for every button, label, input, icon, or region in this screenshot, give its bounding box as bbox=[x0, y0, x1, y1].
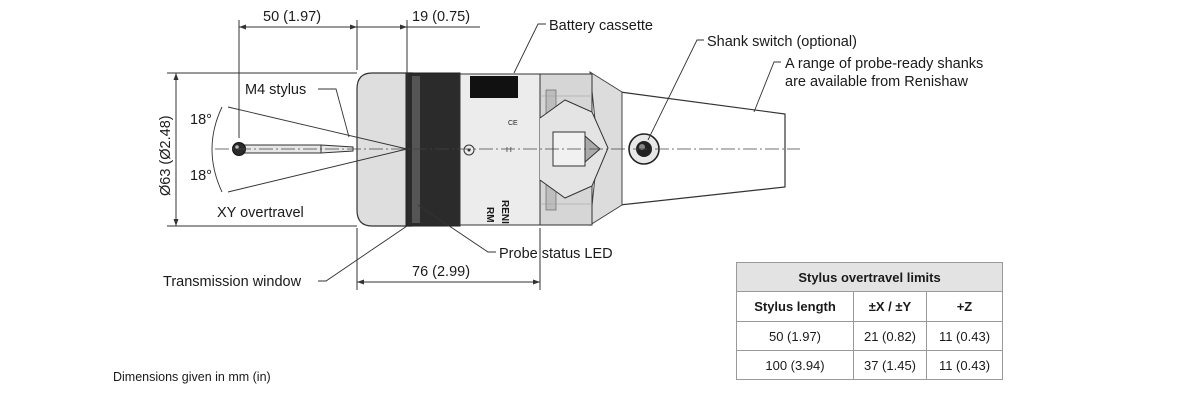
dim-tip-offset: 19 (0.75) bbox=[412, 9, 470, 25]
tool-shank bbox=[589, 71, 786, 226]
angle-lower: 18° bbox=[190, 168, 212, 184]
table-title-row: Stylus overtravel limits bbox=[736, 262, 1003, 292]
table-title: Stylus overtravel limits bbox=[736, 262, 1003, 292]
brand-mark-b: RM bbox=[484, 207, 495, 223]
brand-mark-a: RENI bbox=[499, 200, 510, 224]
callout-m4-stylus: M4 stylus bbox=[245, 82, 306, 98]
callout-shanks-line1: A range of probe-ready shanks bbox=[785, 56, 983, 72]
callout-transmission-window: Transmission window bbox=[163, 274, 302, 290]
table-cell: 11 (0.43) bbox=[926, 321, 1003, 351]
table-cell: 11 (0.43) bbox=[926, 350, 1003, 380]
callout-probe-status-led: Probe status LED bbox=[499, 246, 613, 262]
leader-lines bbox=[318, 23, 781, 282]
table-cell: 50 (1.97) bbox=[736, 321, 854, 351]
col-header-stylus-length: Stylus length bbox=[736, 291, 854, 322]
callout-shanks-line2: are available from Renishaw bbox=[785, 74, 968, 90]
callout-battery-cassette: Battery cassette bbox=[549, 18, 653, 34]
overtravel-table: Stylus overtravel limits Stylus length ±… bbox=[736, 262, 1003, 380]
callout-xy-overtravel: XY overtravel bbox=[217, 205, 304, 221]
dim-stylus-length: 50 (1.97) bbox=[263, 9, 321, 25]
lock-icon bbox=[463, 144, 475, 156]
table-cell: 37 (1.45) bbox=[853, 350, 927, 380]
units-note: Dimensions given in mm (in) bbox=[113, 370, 271, 384]
dimensions bbox=[167, 20, 541, 290]
table-cell: 21 (0.82) bbox=[853, 321, 927, 351]
callout-shank-switch: Shank switch (optional) bbox=[707, 34, 857, 50]
dim-body-length: 76 (2.99) bbox=[412, 264, 470, 280]
angle-upper: 18° bbox=[190, 112, 212, 128]
probe-body: CE I I RENI RM bbox=[356, 72, 609, 227]
table-row: 100 (3.94) 37 (1.45) 11 (0.43) bbox=[736, 350, 1003, 380]
col-header-xy: ±X / ±Y bbox=[853, 291, 927, 322]
overtravel-cone bbox=[211, 106, 408, 193]
table-row: 50 (1.97) 21 (0.82) 11 (0.43) bbox=[736, 321, 1003, 351]
table-header-row: Stylus length ±X / ±Y +Z bbox=[736, 291, 1003, 322]
ce-mark: CE bbox=[508, 120, 518, 127]
table-cell: 100 (3.94) bbox=[736, 350, 854, 380]
col-header-z: +Z bbox=[926, 291, 1003, 322]
svg-text:I I: I I bbox=[506, 147, 512, 154]
dim-diameter: Ø63 (Ø2.48) bbox=[158, 115, 174, 196]
battery-cassette bbox=[470, 76, 518, 98]
